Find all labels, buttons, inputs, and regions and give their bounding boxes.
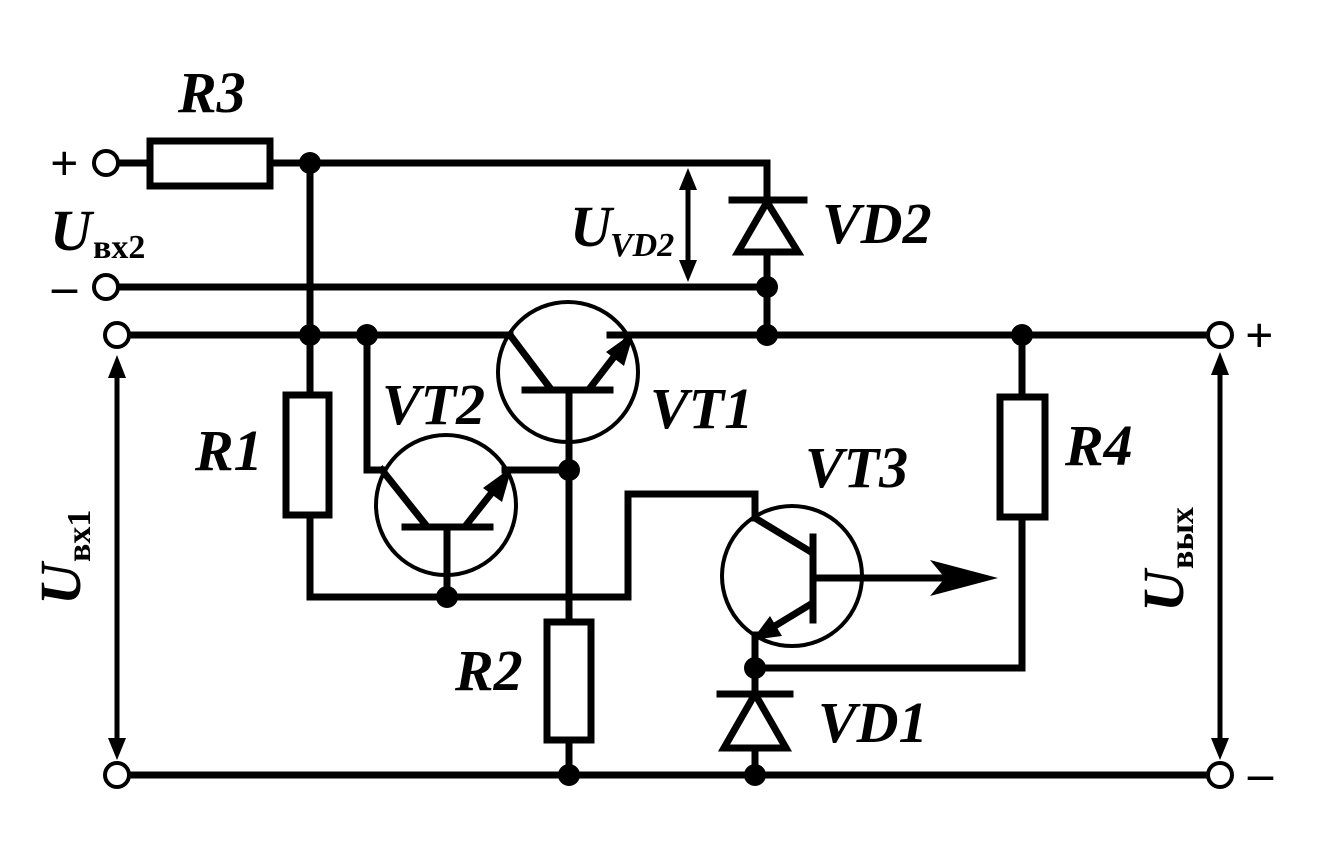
zener-diode-vd1 — [716, 686, 794, 752]
terminal-in1-minus — [103, 761, 131, 789]
label-vt2: VT2 — [382, 372, 485, 437]
voltage-arrow-vd2 — [679, 168, 697, 282]
sign-in2-plus: + — [50, 135, 79, 191]
label-r2: R2 — [454, 638, 523, 703]
svg-text:U: U — [28, 560, 93, 605]
terminal-out-plus — [1206, 321, 1234, 349]
svg-text:вых: вых — [1164, 507, 1201, 569]
label-r3: R3 — [177, 60, 246, 125]
resistor-r2 — [543, 618, 595, 744]
label-u-vd2: U VD2 — [570, 194, 674, 264]
sign-out-minus: – — [1247, 745, 1274, 801]
terminal-in1-plus — [103, 321, 131, 349]
zener-diode-vd2 — [728, 195, 808, 256]
resistor-r4 — [996, 393, 1049, 521]
wire-r4-bottom — [751, 513, 1026, 672]
svg-text:U: U — [570, 194, 615, 259]
svg-text:VD2: VD2 — [610, 227, 674, 264]
wire-in2-plus — [113, 159, 771, 204]
voltage-arrow-in1 — [108, 355, 126, 760]
wire-vt2-collector — [363, 331, 386, 474]
label-vt3: VT3 — [805, 435, 908, 500]
label-vd1: VD1 — [818, 690, 928, 755]
transistor-vt3 — [720, 504, 998, 648]
svg-text:вх1: вх1 — [61, 510, 98, 562]
wire-r1-bottom — [306, 490, 759, 601]
junction-dots — [299, 152, 1033, 786]
label-vd2: VD2 — [822, 191, 932, 256]
svg-text:U: U — [1131, 567, 1196, 612]
terminal-in2-minus — [92, 273, 120, 301]
terminal-out-minus — [1206, 761, 1234, 789]
sign-in2-minus: – — [51, 258, 78, 314]
label-u-in2: U вх2 — [50, 198, 145, 266]
voltage-arrow-out — [1211, 352, 1229, 760]
label-r1: R1 — [194, 418, 263, 483]
svg-text:U: U — [50, 198, 95, 263]
label-vt1: VT1 — [650, 376, 753, 441]
terminals — [92, 149, 1234, 789]
label-u-in1: U вх1 — [28, 510, 98, 605]
terminal-in2-plus — [92, 149, 120, 177]
svg-text:вх2: вх2 — [93, 229, 145, 266]
resistor-r3 — [146, 137, 274, 190]
transistor-vt1 — [496, 300, 640, 444]
transistor-vt2 — [374, 433, 518, 577]
resistor-r1 — [282, 391, 333, 519]
label-u-out: U вых — [1131, 507, 1201, 612]
sign-out-plus: + — [1245, 307, 1274, 363]
label-r4: R4 — [1064, 413, 1133, 478]
